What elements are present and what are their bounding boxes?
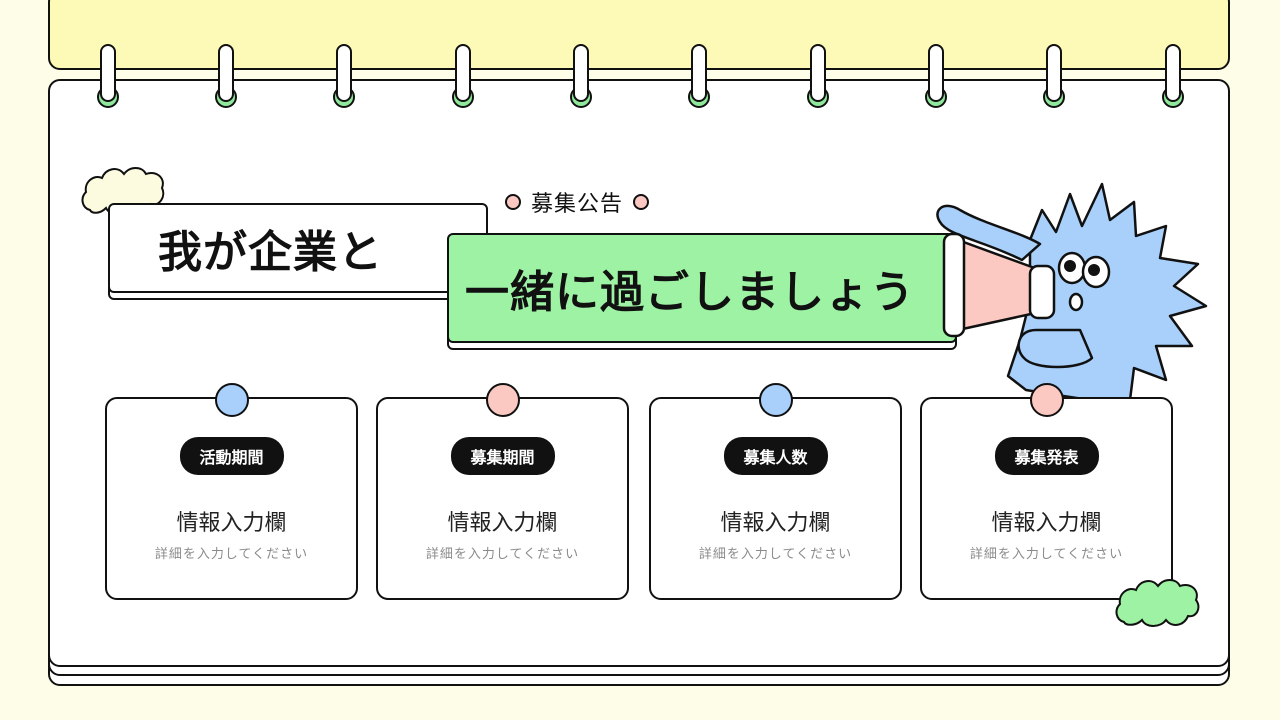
binder-ring-icon [1162,44,1184,108]
binder-ring-icon [807,44,829,108]
info-card-recruit-announcement: 募集発表 情報入力欄 詳細を入力してください [920,383,1173,600]
calendar-back-page [48,0,1230,70]
pin-icon [486,383,520,417]
binder-ring-icon [570,44,592,108]
title-part1: 我が企業と [108,203,488,293]
binder-ring-icon [97,44,119,108]
megaphone-mascot-icon [936,182,1208,402]
info-card-activity-period: 活動期間 情報入力欄 詳細を入力してください [105,383,358,600]
binder-ring-icon [333,44,355,108]
info-card-recruit-period: 募集期間 情報入力欄 詳細を入力してください [376,383,629,600]
pin-icon [1030,383,1064,417]
card-hint: 詳細を入力してください [154,547,309,562]
cloud-doodle-icon [1115,579,1200,627]
card-hint: 詳細を入力してください [425,547,580,562]
pin-icon [759,383,793,417]
binder-ring-icon [215,44,237,108]
announcement-label-text: 募集公告 [531,192,624,217]
card-tag: 募集人数 [723,437,828,475]
binder-ring-icon [688,44,710,108]
binder-ring-icon [452,44,474,108]
card-value[interactable]: 情報入力欄 [176,511,287,536]
card-value[interactable]: 情報入力欄 [447,511,558,536]
card-value[interactable]: 情報入力欄 [720,511,831,536]
announcement-label: 募集公告 [505,186,650,218]
dot-icon [633,194,650,210]
dot-icon [505,194,521,210]
binder-ring-icon [1043,44,1065,108]
card-hint: 詳細を入力してください [698,547,853,562]
pin-icon [215,383,249,417]
card-hint: 詳細を入力してください [969,547,1124,562]
binder-ring-icon [925,44,947,108]
card-tag: 募集発表 [994,437,1099,475]
card-value[interactable]: 情報入力欄 [991,511,1102,536]
card-tag: 募集期間 [450,437,555,475]
info-card-recruit-count: 募集人数 情報入力欄 詳細を入力してください [649,383,902,600]
title-part2: 一緒に過ごしましょう [447,233,957,343]
card-tag: 活動期間 [179,437,284,475]
